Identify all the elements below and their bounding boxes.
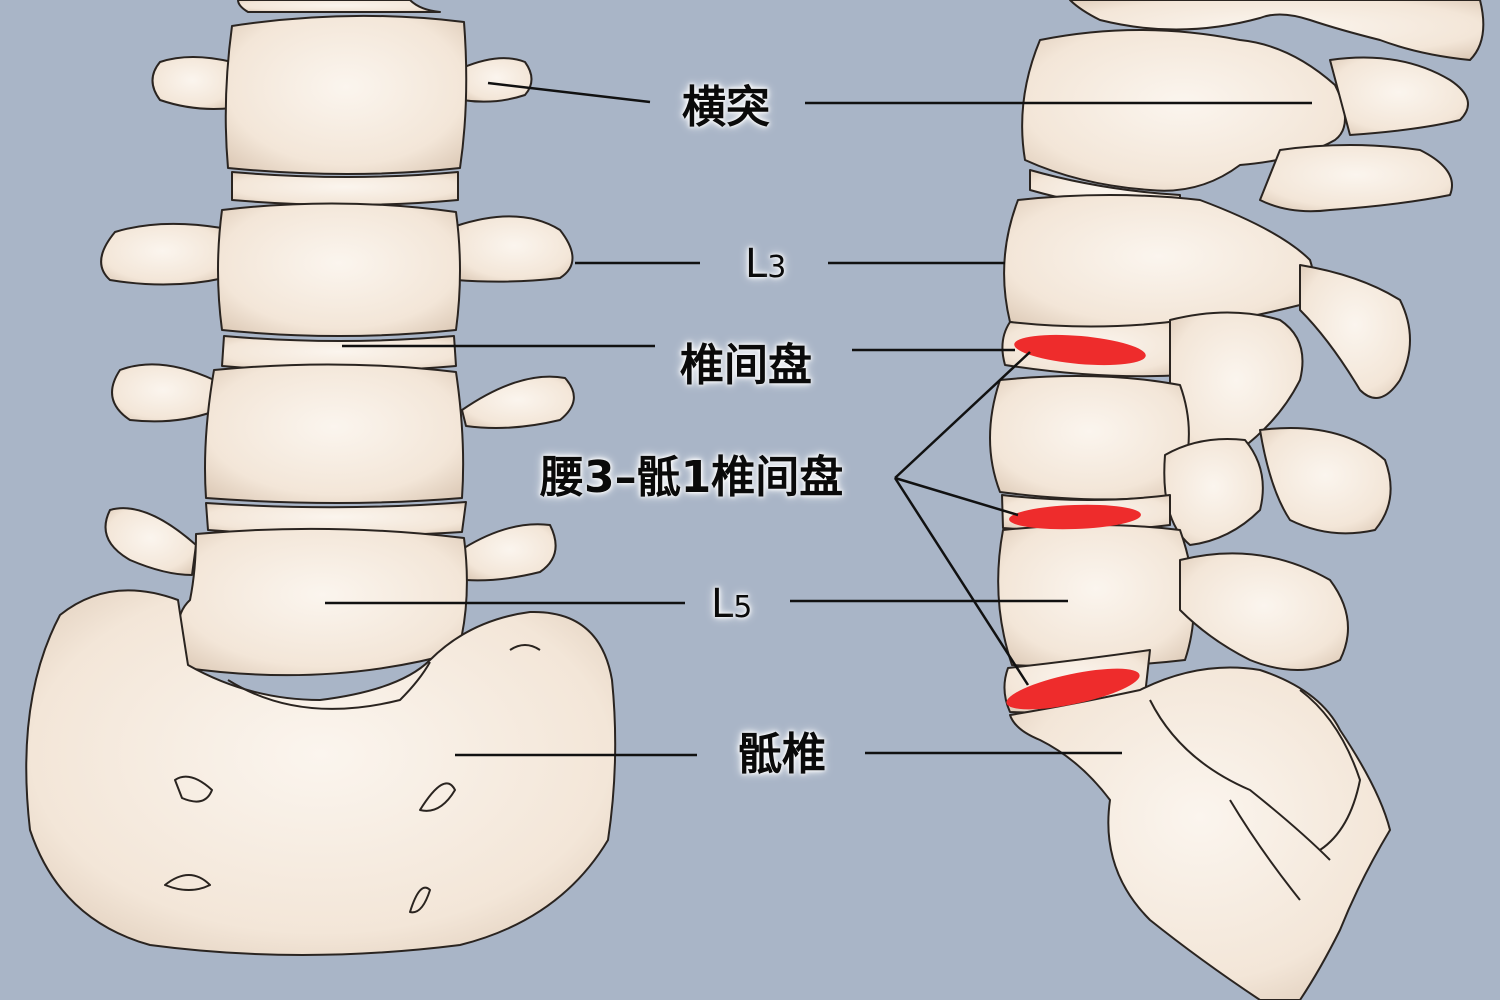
side-articular-l4 bbox=[1163, 438, 1264, 546]
highlighted-discs bbox=[1006, 334, 1146, 710]
label-l3-number: 3 bbox=[767, 250, 787, 285]
side-sacrum bbox=[1009, 666, 1391, 1000]
front-transverse-process-right-l5 bbox=[463, 523, 557, 582]
front-transverse-process-left-l4 bbox=[111, 363, 215, 423]
label-l3-letter: L bbox=[745, 241, 768, 287]
label-intervertebral-disc: 椎间盘 bbox=[680, 340, 812, 391]
side-top-segment bbox=[1069, 0, 1485, 61]
leader-l4-l5-disc bbox=[894, 476, 1019, 517]
highlight-disc-l4-l5 bbox=[1009, 504, 1141, 530]
label-l5-number: 5 bbox=[733, 590, 753, 625]
front-sacrum bbox=[25, 589, 617, 956]
front-vertebral-body-l3 bbox=[217, 202, 461, 337]
side-spinous-process-l4 bbox=[1259, 427, 1392, 535]
side-spinous-process-upper bbox=[1329, 56, 1469, 136]
label-l3: L3 bbox=[745, 244, 786, 284]
side-spinous-process-l5 bbox=[1179, 552, 1349, 671]
front-disc-1 bbox=[231, 171, 459, 206]
front-transverse-process-right-1 bbox=[461, 57, 533, 103]
front-transverse-process-right-l3 bbox=[455, 215, 574, 283]
label-l5-letter: L bbox=[711, 581, 734, 627]
side-view-spine bbox=[989, 0, 1485, 1000]
side-vertebral-body-l4 bbox=[989, 375, 1190, 501]
front-vertebral-body-l4 bbox=[204, 363, 465, 504]
front-vertebral-body-l5 bbox=[176, 527, 468, 677]
leader-l5-s1-disc bbox=[893, 477, 1030, 686]
highlight-disc-l5-s1 bbox=[1006, 668, 1140, 710]
front-transverse-process-left-l5 bbox=[104, 507, 197, 576]
side-spinous-process-l3 bbox=[1299, 264, 1411, 399]
front-view-spine bbox=[25, 0, 617, 956]
label-lumbar-sacral-discs: 腰3–骶1椎间盘 bbox=[540, 452, 844, 503]
label-sacrum: 骶椎 bbox=[738, 729, 826, 780]
front-transverse-process-left-1 bbox=[151, 56, 233, 110]
front-vertebral-body-1 bbox=[224, 14, 468, 175]
front-vertebra-l1-top bbox=[237, 0, 441, 13]
front-transverse-process-left-l3 bbox=[100, 222, 225, 286]
side-articular-upper bbox=[1259, 144, 1453, 213]
side-vertebral-body-l3 bbox=[1003, 194, 1315, 333]
highlight-disc-l3-l4 bbox=[1014, 334, 1146, 366]
leader-lines bbox=[325, 81, 1312, 757]
side-vertebral-body-l5 bbox=[997, 524, 1195, 668]
label-l5: L5 bbox=[711, 584, 752, 624]
front-transverse-process-right-l4 bbox=[461, 375, 575, 429]
label-transverse-process: 横突 bbox=[682, 82, 770, 133]
leader-l3-l4-disc bbox=[894, 351, 1031, 479]
leader-transverse-left bbox=[487, 81, 651, 104]
